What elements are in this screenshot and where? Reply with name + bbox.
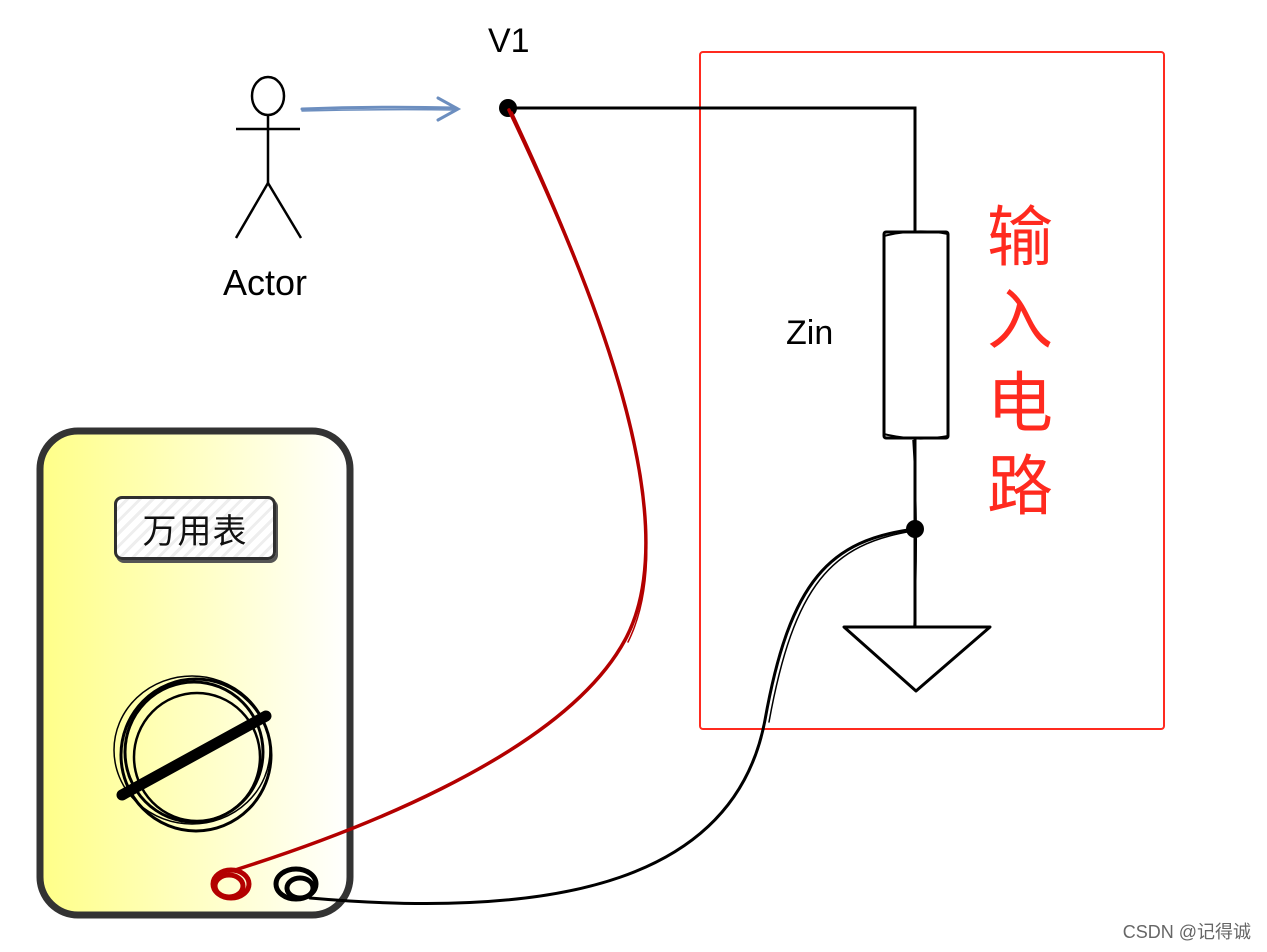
node-label-v1: V1 [488,22,530,60]
node-dot-icon [499,99,517,117]
ground-icon [842,625,992,693]
actor-arrow [300,96,462,122]
input-circuit-box [699,51,1165,730]
black-probe-jack-icon [273,866,319,902]
actor-icon [234,75,303,239]
resistor-icon [882,230,950,440]
dial-icon [113,675,273,833]
resistor-label: Zin [786,314,834,352]
multimeter-label-badge: 万用表 [114,496,276,560]
red-probe-jack-icon [210,867,252,901]
actor-label: Actor [223,262,308,303]
black-probe-lead [308,527,917,906]
circuit-title: 输入电路 [987,199,1053,525]
red-probe-lead [233,108,648,872]
multimeter-label: 万用表 [142,511,248,552]
wire-v1-to-zin [508,106,917,233]
watermark: CSDN @记得诚 [1122,922,1251,942]
